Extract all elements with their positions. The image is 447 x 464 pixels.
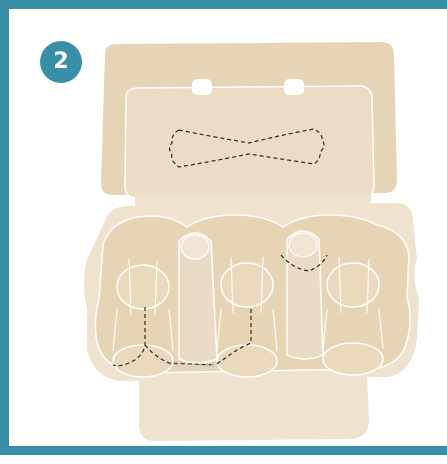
egg-tray-icon [84,193,419,441]
carton-lid-icon [101,42,397,198]
step-number-badge: 2 [40,41,82,83]
